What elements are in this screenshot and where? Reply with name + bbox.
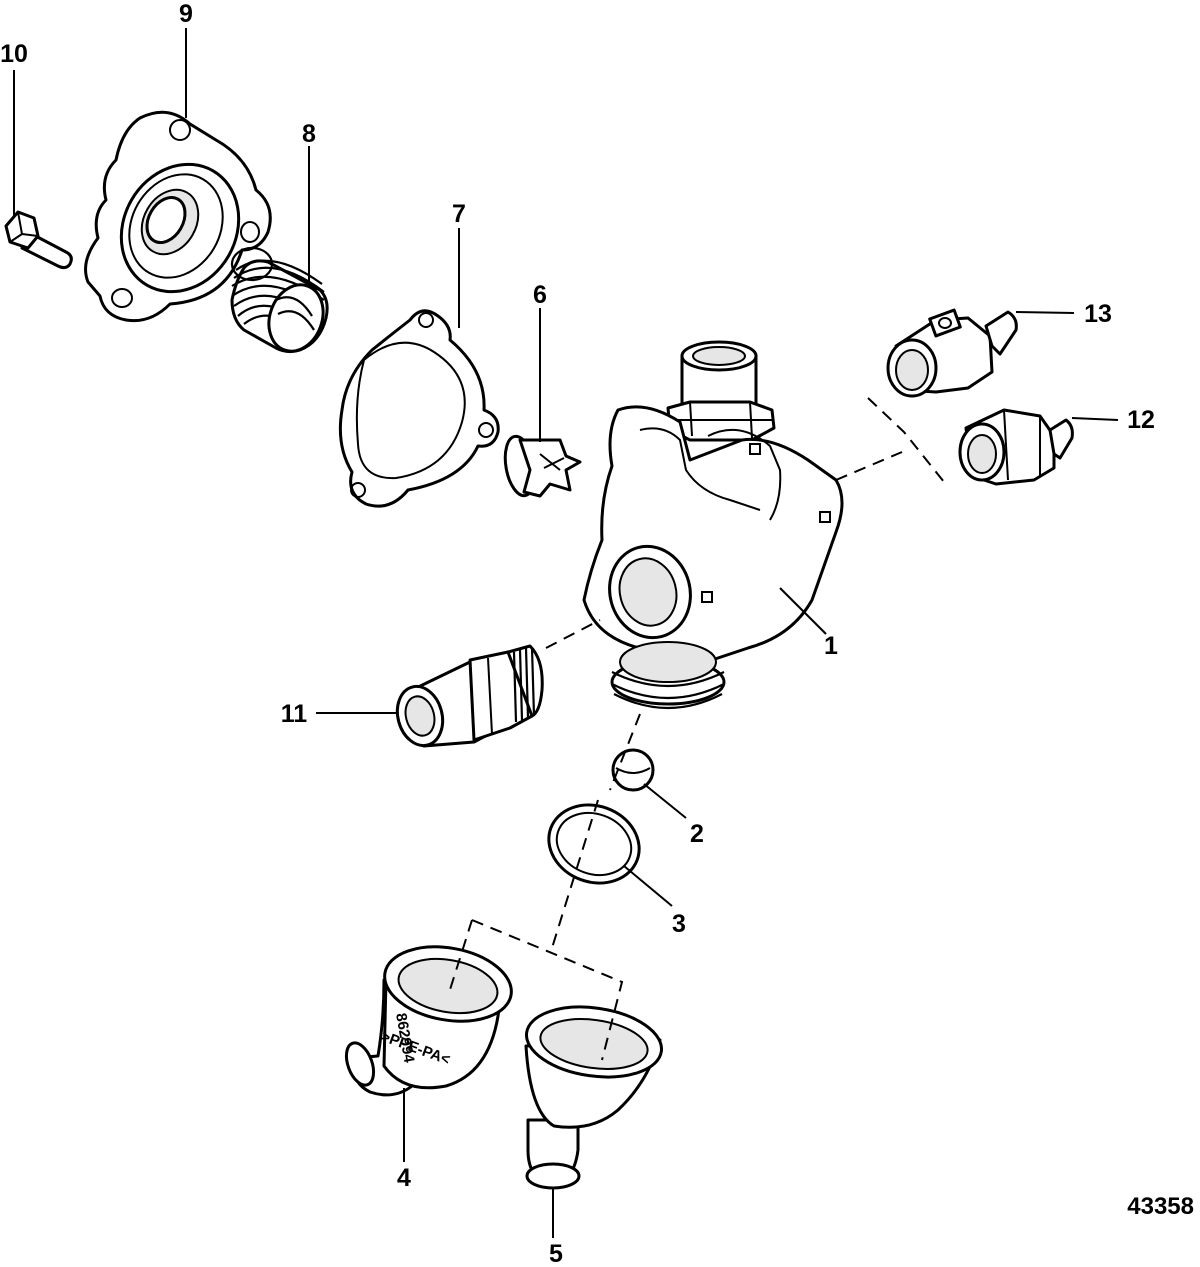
part-2-ball <box>611 748 655 792</box>
callout-2: 2 <box>690 820 704 848</box>
part-8-spring <box>230 246 329 354</box>
part-9-housing <box>84 110 272 323</box>
callout-8: 8 <box>302 120 316 148</box>
callout-5: 5 <box>549 1240 563 1267</box>
assembly-dash-lines <box>447 397 945 1061</box>
leader-lines <box>13 28 1119 1238</box>
part-13-fitting <box>886 308 1018 398</box>
part-1-main-body <box>582 340 844 709</box>
part-11-fitting <box>395 644 544 748</box>
callout-3: 3 <box>672 910 686 938</box>
callout-6: 6 <box>533 281 547 309</box>
figure-number: 43358 <box>1127 1193 1194 1220</box>
part-12-fitting <box>958 408 1074 486</box>
callout-1: 1 <box>824 632 838 660</box>
part-6-check-valve <box>503 434 582 498</box>
callout-10: 10 <box>0 40 28 68</box>
callout-13: 13 <box>1084 300 1112 328</box>
callout-12: 12 <box>1127 406 1155 434</box>
callout-labels: 10 9 8 7 6 13 12 1 11 2 3 4 5 <box>0 0 1155 1267</box>
part-4-elbow: 862994 >PPE-PA< <box>344 945 513 1097</box>
part-7-gasket <box>338 309 500 508</box>
callout-11: 11 <box>281 700 308 728</box>
part-5-coupler <box>524 1005 664 1190</box>
callout-9: 9 <box>179 0 193 28</box>
callout-7: 7 <box>452 200 466 228</box>
part-10-bolt <box>4 210 73 270</box>
callout-4: 4 <box>397 1164 411 1192</box>
part-3-o-ring <box>547 803 641 885</box>
